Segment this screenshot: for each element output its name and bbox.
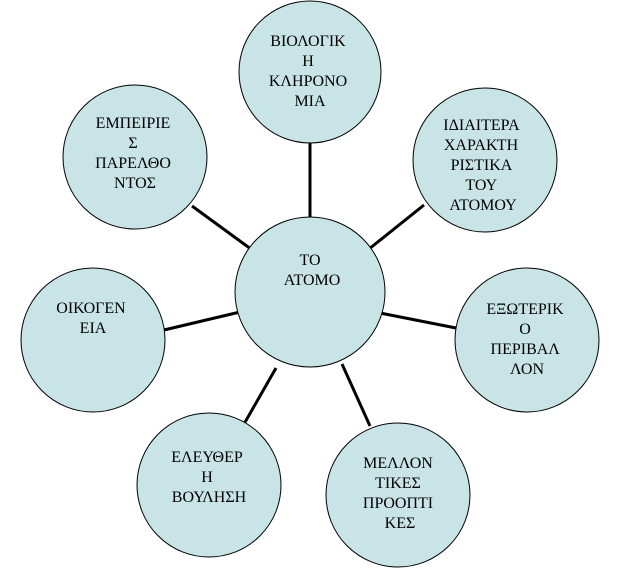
node-idiaitera-xaraktiristika-label: ΙΔΙΑΙΤΕΡΑ ΧΑΡΑΚΤΗ ΡΙΣΤΙΚΑ ΤΟΥ ΑΤΟΜΟΥ <box>443 117 523 214</box>
node-exoteriko-perivallon: ΕΞΩΤΕΡΙΚ Ο ΠΕΡΙΒΑΛ ΛΟΝ <box>454 267 600 413</box>
connector-idiaitera <box>368 203 425 251</box>
connector-exoteriko <box>379 311 457 330</box>
center-node: ΤΟ ΑΤΟΜΟ <box>234 216 386 368</box>
node-empeiries-parelthontos-label: ΕΜΠΕΙΡΙΕ Σ ΠΑΡΕΛΘΟ ΝΤΟΣ <box>95 115 175 192</box>
node-exoteriko-perivallon-label: ΕΞΩΤΕΡΙΚ Ο ΠΕΡΙΒΑΛ ΛΟΝ <box>486 301 567 378</box>
node-eleftheri-voulisi-label: ΕΛΕΥΘΕΡ Η ΒΟΥΛΗΣΗ <box>171 449 247 506</box>
connector-mellontikes <box>340 363 372 427</box>
node-mellontikes-prooptikes: ΜΕΛΛΟΝ ΤΙΚΕΣ ΠΡΟΟΠΤΙ ΚΕΣ <box>325 422 471 568</box>
node-empeiries-parelthontos: ΕΜΠΕΙΡΙΕ Σ ΠΑΡΕΛΘΟ ΝΤΟΣ <box>62 84 208 230</box>
connector-oikogeneia <box>163 310 241 332</box>
center-node-label: ΤΟ ΑΤΟΜΟ <box>284 252 341 289</box>
node-biologiki-klironomia: ΒΙΟΛΟΓΙΚ Η ΚΛΗΡΟΝΟ ΜΙΑ <box>238 0 382 144</box>
node-idiaitera-xaraktiristika: ΙΔΙΑΙΤΕΡΑ ΧΑΡΑΚΤΗ ΡΙΣΤΙΚΑ ΤΟΥ ΑΤΟΜΟΥ <box>412 87 558 233</box>
connector-empeiries <box>191 204 256 254</box>
connector-eleftheri <box>242 367 278 425</box>
node-oikogeneia: ΟΙΚΟΓΕΝ ΕΙΑ <box>20 267 166 413</box>
node-eleftheri-voulisi: ΕΛΕΥΘΕΡ Η ΒΟΥΛΗΣΗ <box>136 412 282 558</box>
node-mellontikes-prooptikes-label: ΜΕΛΛΟΝ ΤΙΚΕΣ ΠΡΟΟΠΤΙ ΚΕΣ <box>363 455 437 532</box>
node-oikogeneia-label: ΟΙΚΟΓΕΝ ΕΙΑ <box>56 300 129 337</box>
node-biologiki-klironomia-label: ΒΙΟΛΟΓΙΚ Η ΚΛΗΡΟΝΟ ΜΙΑ <box>269 33 351 110</box>
